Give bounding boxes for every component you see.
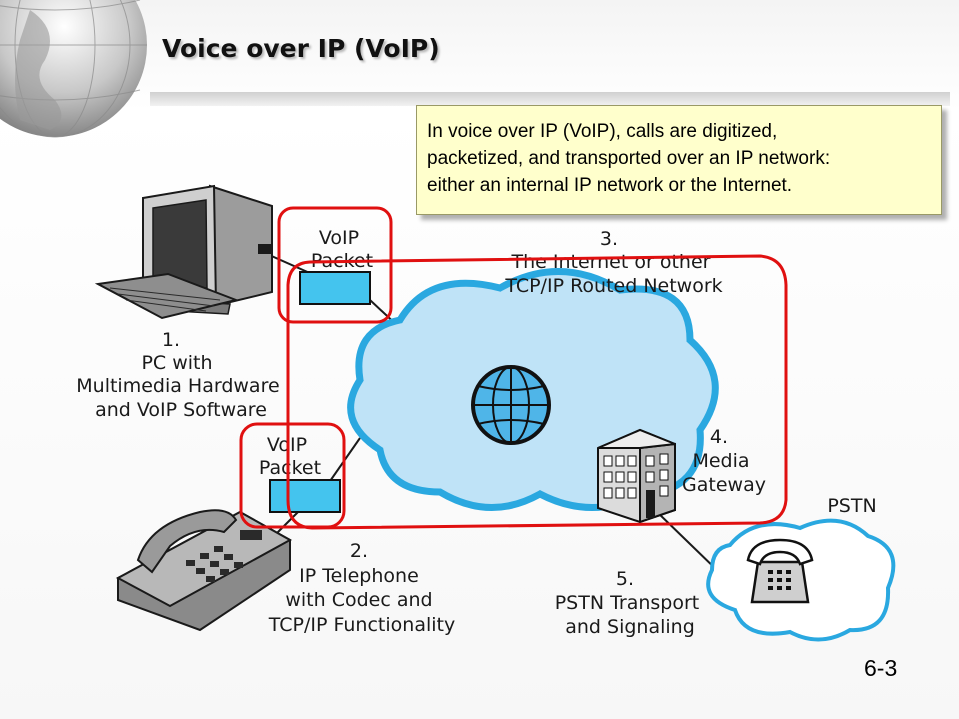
ip-telephone-icon — [115, 509, 293, 632]
media-gateway-label: 4. Media Gateway — [682, 426, 766, 496]
highlight-top-packet — [277, 206, 393, 324]
voip-packet-bottom-label: VoIP Packet — [259, 434, 321, 479]
media-gateway-building-icon — [597, 428, 676, 524]
pc-computer-icon — [94, 184, 273, 320]
title-underline-bar — [150, 92, 950, 106]
globe-icon — [471, 365, 551, 445]
voip-packet-bottom-shape — [269, 479, 341, 513]
ip-telephone-label: 2. IP Telephone with Codec and TCP/IP Fu… — [268, 540, 455, 636]
pstn-label: PSTN — [827, 495, 876, 517]
voip-packet-top-shape — [299, 271, 371, 305]
slide-title: Voice over IP (VoIP) — [162, 34, 440, 63]
highlight-bottom-packet — [239, 422, 346, 529]
pstn-telephone-icon — [746, 538, 814, 604]
highlight-outlines — [239, 206, 788, 530]
callout-line: In voice over IP (VoIP), calls are digit… — [427, 121, 778, 142]
pstn-transport-label: 5. PSTN Transport and Signaling — [555, 568, 706, 638]
highlight-network — [286, 254, 788, 530]
callout-line: either an internal IP network or the Int… — [427, 175, 793, 196]
globe-decoration-icon — [0, 0, 147, 138]
voip-packet-top-label: VoIP Packet — [311, 227, 373, 272]
callout-line: packetized, and transported over an IP n… — [427, 148, 831, 169]
slide-number: 6-3 — [864, 655, 898, 681]
pc-label: 1. PC with Multimedia Hardware and VoIP … — [76, 329, 285, 421]
callout-box: In voice over IP (VoIP), calls are digit… — [416, 105, 942, 215]
network-label: 3. The Internet or other TCP/IP Routed N… — [504, 228, 722, 297]
